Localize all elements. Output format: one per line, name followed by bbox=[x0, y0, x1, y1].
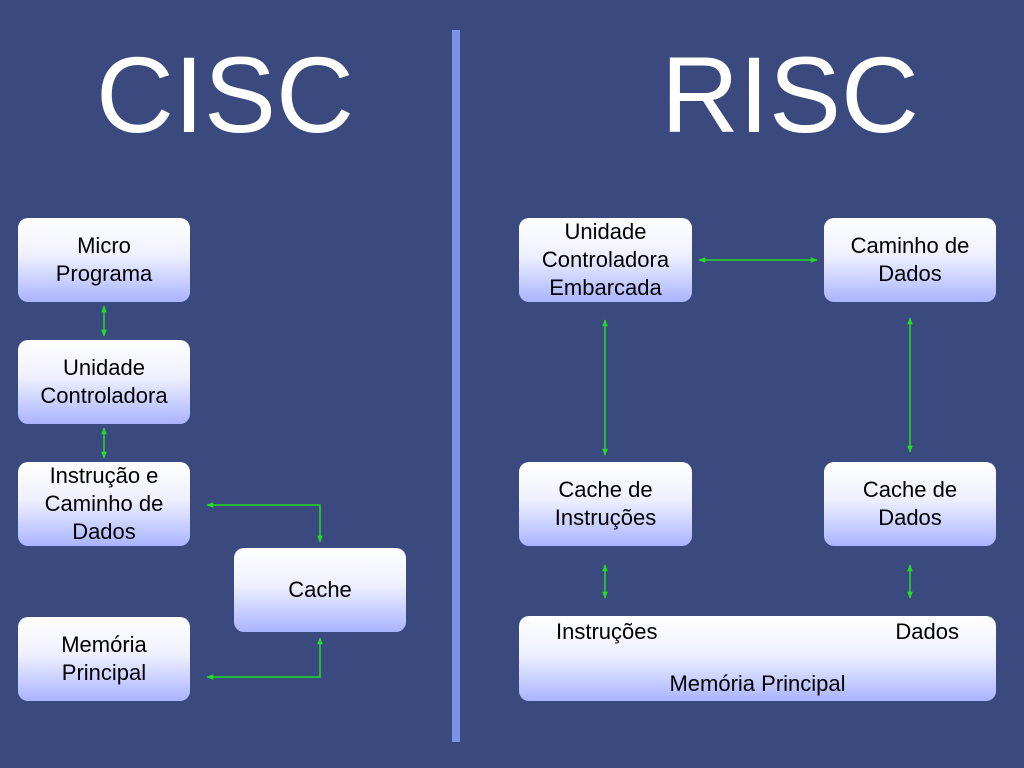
risc-memoria-instrucoes-label: Instruções bbox=[556, 619, 658, 644]
cisc-memoria-principal-box: Memória Principal bbox=[18, 617, 190, 701]
column-divider bbox=[452, 30, 460, 742]
cisc-unidade-controladora-box: Unidade Controladora bbox=[18, 340, 190, 424]
risc-memoria-dados-label: Dados bbox=[895, 619, 959, 644]
cisc-title: CISC bbox=[95, 34, 355, 155]
cisc-instrucao-caminho-box: Instrução e Caminho de Dados bbox=[18, 462, 190, 546]
risc-cache-de-dados-box: Cache de Dados bbox=[824, 462, 996, 546]
arrow-instrucao-cache bbox=[206, 502, 323, 543]
risc-memoria-principal-box: Instruções Dados Memória Principal bbox=[519, 616, 996, 701]
risc-caminho-de-dados-box: Caminho de Dados bbox=[824, 218, 996, 302]
risc-cache-de-instrucoes-box: Cache de Instruções bbox=[519, 462, 692, 546]
cisc-cache-box: Cache bbox=[234, 548, 406, 632]
risc-memoria-principal-label: Memória Principal bbox=[669, 671, 846, 696]
risc-unidade-controladora-embarcada-box: Unidade Controladora Embarcada bbox=[519, 218, 692, 302]
risc-title: RISC bbox=[660, 34, 920, 155]
cisc-micro-programa-box: Micro Programa bbox=[18, 218, 190, 302]
arrow-cache-memoria bbox=[206, 637, 323, 680]
